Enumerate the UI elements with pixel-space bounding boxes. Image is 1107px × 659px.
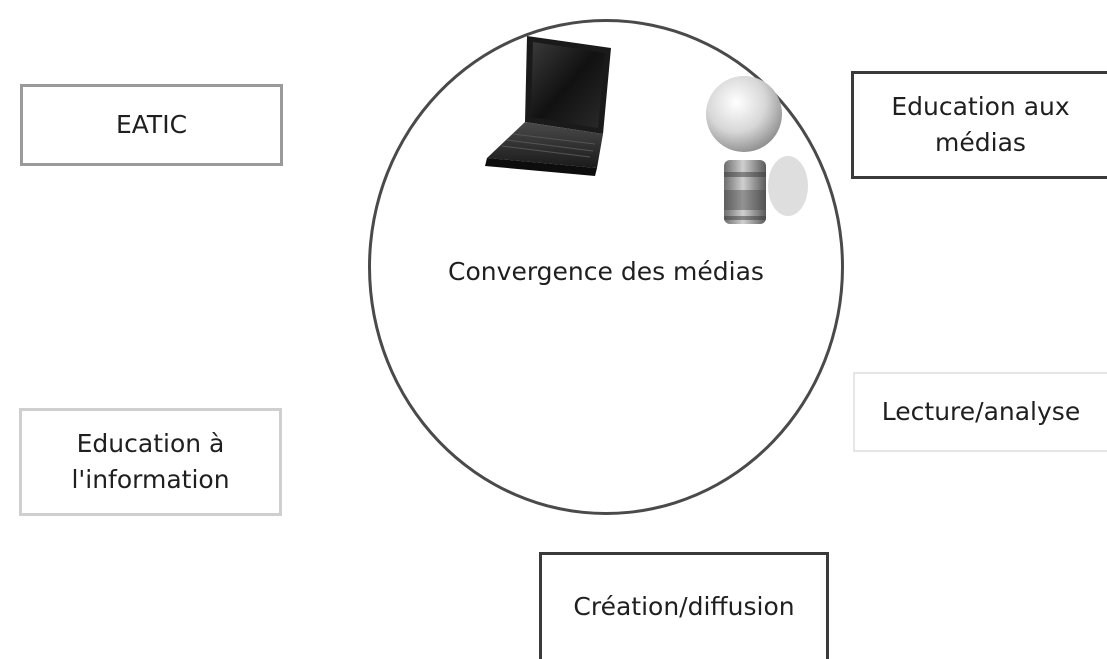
creation-diffusion-label: Création/diffusion: [573, 589, 794, 625]
eatic-box: EATIC: [20, 84, 283, 166]
education-medias-label-line-1: Education aux: [891, 92, 1070, 121]
eatic-label-line-1: EATIC: [115, 110, 188, 139]
education-information-label: Education à l'information: [71, 426, 229, 498]
lecture-analyse-label-line-1: Lecture/analyse: [881, 397, 1081, 426]
convergence-label: Convergence des médias: [448, 257, 764, 286]
creation-diffusion-label-line-1: Création/diffusion: [573, 592, 795, 621]
education-information-label-line-2: l'information: [71, 465, 230, 494]
lecture-analyse-box: Lecture/analyse: [853, 372, 1107, 452]
creation-diffusion-box: Création/diffusion: [539, 552, 829, 659]
education-information-box: Education à l'information: [19, 408, 282, 516]
lecture-analyse-label: Lecture/analyse: [882, 394, 1080, 430]
education-medias-box: Education aux médias: [851, 71, 1107, 179]
eatic-label: EATIC: [116, 107, 187, 143]
education-information-label-line-1: Education à: [76, 429, 225, 458]
lightbulb-icon: [706, 76, 808, 224]
laptop-icon: [485, 36, 611, 176]
education-medias-label-line-2: médias: [935, 128, 1026, 157]
education-medias-label: Education aux médias: [891, 89, 1069, 161]
